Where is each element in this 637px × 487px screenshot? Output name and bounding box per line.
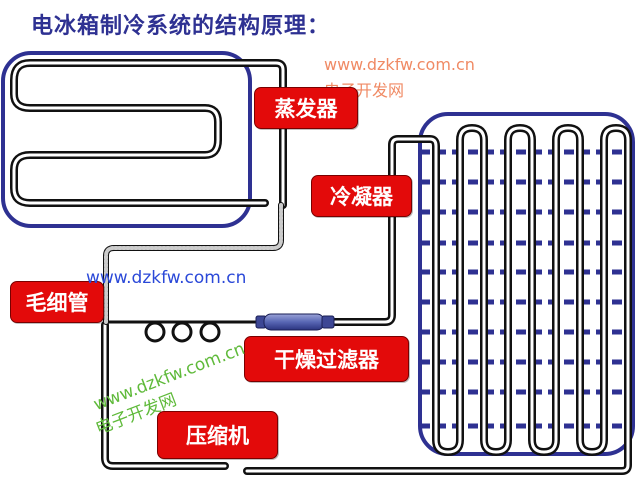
condenser-coil — [243, 124, 632, 475]
capillary-tube — [103, 202, 284, 325]
evaporator-label: 蒸发器 — [254, 87, 358, 129]
filter-drier-label: 干燥过滤器 — [244, 336, 409, 382]
watermark-url-top: www.dzkfw.com.cn — [324, 55, 475, 74]
suction-line — [101, 321, 229, 470]
pipes — [10, 59, 632, 475]
coil-loops — [144, 321, 221, 343]
condenser-grid — [420, 149, 633, 429]
watermark-url-mid: www.dzkfw.com.cn — [86, 268, 247, 288]
filter-drier-icon — [255, 313, 335, 331]
condenser-label: 冷凝器 — [311, 175, 412, 217]
condenser-frame — [418, 112, 635, 456]
capillary-label: 毛细管 — [10, 281, 104, 323]
evaporator-frame — [1, 51, 252, 228]
evaporator-coil — [10, 59, 287, 209]
page-title: 电冰箱制冷系统的结构原理： — [31, 14, 331, 39]
compressor-label: 压缩机 — [157, 411, 278, 459]
